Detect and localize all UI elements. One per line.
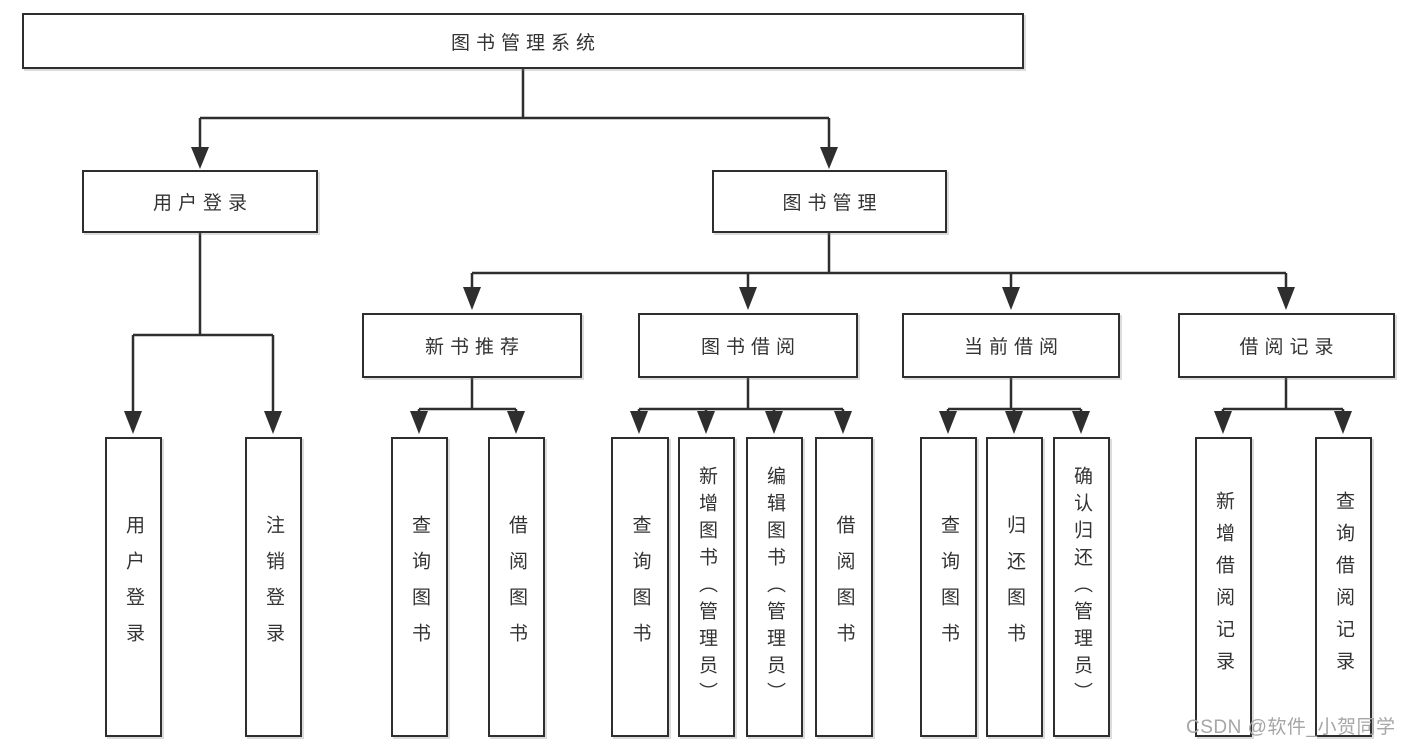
node-root: 图书管理系统: [22, 13, 1024, 69]
connector-book-borrow-children: [630, 378, 852, 434]
leaf-borrow-books-recommend-label: 借阅图书: [506, 515, 527, 659]
leaf-add-borrow-record: 新增借阅记录: [1195, 437, 1252, 737]
leaf-return-books-label: 归还图书: [1004, 515, 1025, 659]
leaf-add-book-admin: 新增图书（管理员）: [678, 437, 735, 737]
connector-book-management-children: [463, 233, 1295, 310]
connector-current-borrow-children: [939, 378, 1090, 434]
node-new-book-recommend-label: 新书推荐: [424, 337, 525, 358]
node-book-borrow: 图书借阅: [638, 313, 858, 378]
leaf-query-books-borrow-label: 查询图书: [629, 515, 651, 659]
node-new-book-recommend: 新书推荐: [362, 313, 582, 378]
leaf-query-books-recommend-label: 查询图书: [409, 515, 430, 659]
node-book-management: 图书管理: [712, 170, 947, 233]
node-book-management-label: 图书管理: [782, 193, 883, 214]
leaf-borrow-books: 借阅图书: [815, 437, 873, 737]
node-current-borrow: 当前借阅: [902, 313, 1120, 378]
leaf-borrow-books-label: 借阅图书: [833, 515, 855, 659]
leaf-edit-book-admin-label: 编辑图书（管理员）: [764, 465, 785, 709]
connector-root-branches: [191, 69, 838, 169]
leaf-query-books-recommend: 查询图书: [391, 437, 448, 737]
leaf-logout: 注销登录: [245, 437, 302, 737]
leaf-edit-book-admin: 编辑图书（管理员）: [746, 437, 803, 737]
leaf-query-borrow-record-label: 查询借阅记录: [1333, 491, 1354, 683]
leaf-logout-label: 注销登录: [263, 515, 284, 659]
node-user-login: 用户登录: [82, 170, 318, 233]
leaf-query-borrow-record: 查询借阅记录: [1315, 437, 1372, 737]
node-root-label: 图书管理系统: [450, 32, 601, 54]
connector-user-login-children: [124, 233, 282, 434]
node-user-login-label: 用户登录: [152, 193, 253, 214]
node-book-borrow-label: 图书借阅: [700, 337, 801, 358]
leaf-confirm-return-admin-label: 确认归还（管理员）: [1071, 465, 1092, 709]
connector-borrow-record-children: [1214, 378, 1352, 434]
leaf-add-book-admin-label: 新增图书（管理员）: [696, 465, 717, 709]
leaf-query-books-current: 查询图书: [920, 437, 977, 737]
connector-new-book-children: [410, 378, 525, 434]
csdn-watermark: CSDN @软件_小贺同学: [1186, 717, 1396, 738]
leaf-confirm-return-admin: 确认归还（管理员）: [1053, 437, 1110, 737]
leaf-borrow-books-recommend: 借阅图书: [488, 437, 545, 737]
node-borrow-records: 借阅记录: [1178, 313, 1395, 378]
leaf-user-login-label: 用户登录: [123, 515, 144, 659]
leaf-user-login: 用户登录: [105, 437, 162, 737]
leaf-return-books: 归还图书: [986, 437, 1043, 737]
node-current-borrow-label: 当前借阅: [963, 337, 1064, 358]
leaf-query-books-borrow: 查询图书: [611, 437, 669, 737]
node-borrow-records-label: 借阅记录: [1239, 337, 1340, 358]
leaf-query-books-current-label: 查询图书: [938, 515, 959, 659]
leaf-add-borrow-record-label: 新增借阅记录: [1213, 491, 1234, 683]
